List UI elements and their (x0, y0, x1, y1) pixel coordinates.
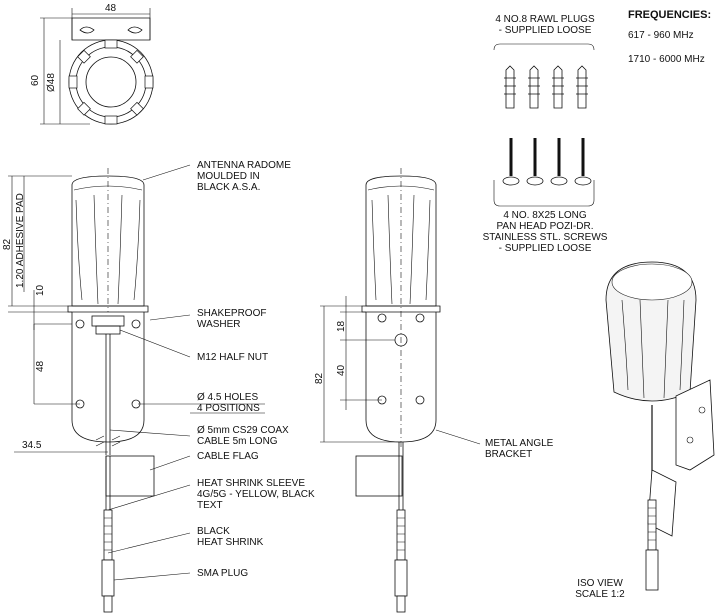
rawl-plugs-label-1: 4 No.8 RAWL PLUGS (495, 14, 595, 25)
coax-label-2: CABLE 5m LONG (197, 436, 278, 447)
frequencies-title: FREQUENCIES: (628, 9, 712, 21)
screws-label-1: 4 No. 8x25 LONG (503, 210, 587, 221)
front-48-dim: 48 (35, 360, 46, 372)
cable-flag-label: CABLE FLAG (197, 451, 259, 462)
front-82-dim: 82 (2, 238, 13, 250)
frequency-band-2: 1710 - 6000 MHz (628, 54, 705, 65)
black-heat-shrink-label-1: BLACK (197, 526, 230, 537)
holes-label-1: Ø 4.5 HOLES (197, 392, 259, 403)
iso-view-label: ISO VIEW (577, 578, 623, 589)
sleeve-label-2: 4G/5G - YELLOW, BLACK (197, 489, 315, 500)
holes-label-2: 4 POSITIONS (197, 403, 260, 414)
top-view (40, 8, 154, 125)
screws-label-3: STAINLESS STL. SCREWS (482, 232, 608, 243)
side-view (320, 168, 441, 613)
side-82-dim: 82 (314, 372, 325, 384)
side-40-dim: 40 (336, 364, 347, 376)
iso-view (605, 261, 715, 591)
adhesive-pad-dim: 1.20 ADHESIVE PAD (15, 193, 26, 288)
sleeve-label-3: TEXT (197, 500, 223, 511)
front-10-dim: 10 (35, 284, 46, 296)
rawl-plugs-group (493, 43, 595, 109)
washer-label-2: WASHER (197, 319, 241, 330)
top-width-dim: 48 (105, 3, 117, 14)
radome-label-3: BLACK A.S.A. (197, 182, 261, 193)
side-18-dim: 18 (336, 320, 347, 332)
washer-label-1: SHAKEPROOF (197, 308, 267, 319)
front-view (8, 168, 155, 613)
frequency-band-1: 617 - 960 MHz (628, 30, 694, 41)
screws-label-2: PAN HEAD POZI-DR. (496, 221, 594, 232)
nut-label: M12 HALF NUT (197, 352, 269, 363)
top-diameter-dim: Ø48 (46, 73, 57, 92)
sleeve-label-1: HEAT SHRINK SLEEVE (197, 478, 305, 489)
leader-lines (107, 164, 481, 581)
bracket-label-1: METAL ANGLE (485, 438, 554, 449)
radome-label-1: ANTENNA RADOME (197, 160, 291, 171)
iso-scale-label: SCALE 1:2 (575, 589, 625, 600)
sma-plug-label: SMA PLUG (197, 568, 249, 579)
top-height-dim: 60 (30, 74, 41, 86)
black-heat-shrink-label-2: HEAT SHRINK (197, 537, 264, 548)
screws-group (493, 138, 595, 207)
screws-label-4: - SUPPLIED LOOSE (498, 243, 592, 254)
front-34-5-dim: 34.5 (22, 440, 42, 451)
coax-label-1: Ø 5mm CS29 COAX (197, 425, 289, 436)
rawl-plugs-label-2: - SUPPLIED LOOSE (498, 25, 592, 36)
radome-label-2: MOULDED IN (197, 171, 260, 182)
bracket-label-2: BRACKET (485, 449, 533, 460)
